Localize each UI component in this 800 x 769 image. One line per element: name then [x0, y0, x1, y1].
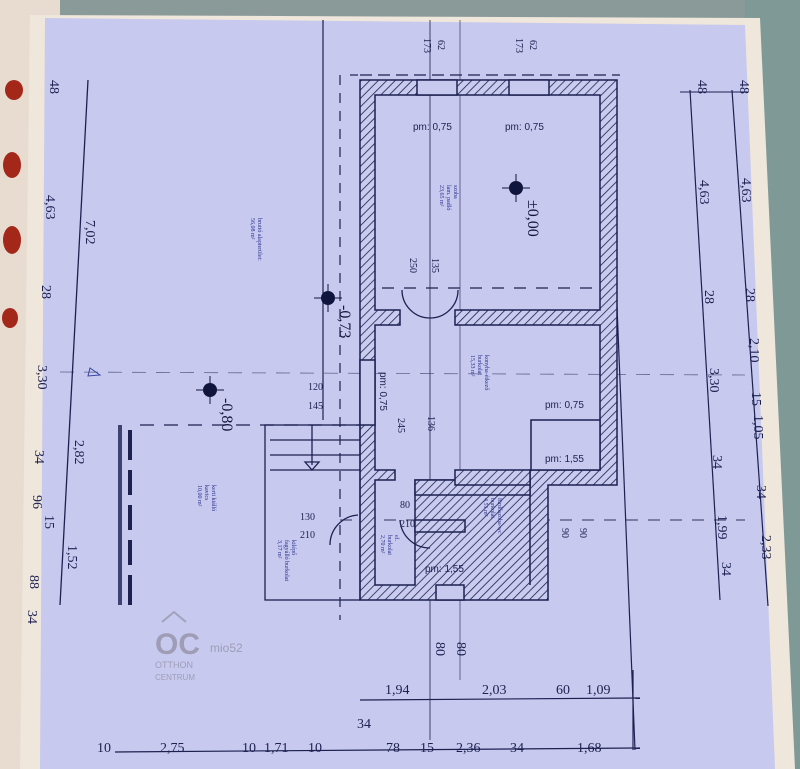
svg-text:-0,80: -0,80	[218, 398, 235, 431]
svg-text:173: 173	[513, 38, 524, 53]
svg-text:15: 15	[420, 741, 434, 756]
svg-text:250: 250	[407, 258, 418, 273]
room-label-terrace: kerti kiállókavics10,00 m²	[196, 485, 216, 511]
right-dimension-lines: 48 4,63 28 3,30 34 1,99 34 48 4,63 28 2,…	[680, 80, 773, 607]
svg-text:10: 10	[97, 741, 111, 756]
svg-text:10: 10	[308, 741, 322, 756]
svg-text:78: 78	[386, 741, 400, 756]
svg-text:34: 34	[753, 485, 768, 499]
svg-text:48: 48	[694, 80, 709, 94]
svg-text:28: 28	[701, 290, 716, 304]
level-marker-000: ±0,00	[502, 174, 541, 237]
watermark-logo: OC OTTHON CENTRUM mio52	[155, 610, 243, 682]
svg-text:88: 88	[26, 575, 41, 589]
sill-label: pm: 1,55	[425, 564, 464, 575]
windows	[359, 79, 601, 601]
svg-text:2,03: 2,03	[482, 683, 507, 698]
svg-text:120: 120	[308, 382, 323, 393]
svg-text:62: 62	[527, 40, 538, 50]
svg-text:4,63: 4,63	[696, 180, 711, 205]
svg-text:1,52: 1,52	[64, 545, 79, 570]
svg-text:96: 96	[29, 495, 44, 509]
room-label-hall: el.burkolat2,70 m²	[379, 535, 399, 555]
room-label-porch: kilépőfagyálló burkolat3,17 m²	[276, 540, 296, 581]
svg-text:62: 62	[435, 40, 446, 50]
svg-text:2,75: 2,75	[160, 741, 185, 756]
sill-label: pm: 0,75	[505, 122, 544, 133]
door-dimensions: 250 135 245 136 80 210 120 145 130 210 9…	[300, 258, 588, 541]
room-label-bathroom: fürdőszoba-wcburkolat4,51 m²	[482, 498, 503, 534]
svg-text:10: 10	[242, 741, 256, 756]
svg-text:-0,73: -0,73	[336, 305, 353, 338]
svg-text:1,09: 1,09	[586, 683, 611, 698]
bottom-dimension-lines: 1,94 2,03 60 1,09 10 2,75 10 1,71 10 34 …	[97, 642, 641, 756]
svg-text:28: 28	[38, 285, 53, 299]
left-dimension-line: 48 4,63 28 3,30 34 96 15 88 34 7,02 2,82…	[24, 79, 102, 624]
binder-holes	[2, 80, 23, 328]
svg-text:80: 80	[453, 642, 468, 656]
svg-text:OC: OC	[155, 628, 200, 661]
svg-text:34: 34	[709, 455, 724, 469]
svg-text:2,33: 2,33	[758, 535, 773, 560]
svg-text:7,02: 7,02	[82, 220, 97, 245]
room-label-kitchen: konyha-étkezőburkolat15,33 m²	[469, 355, 489, 390]
sill-label: pm: 1,55	[545, 454, 584, 465]
svg-text:34: 34	[24, 610, 39, 624]
top-dimensions: 173 62 173 62	[421, 38, 538, 53]
svg-text:1,68: 1,68	[577, 741, 602, 756]
sill-label: pm: 0,75	[545, 400, 584, 411]
svg-text:±0,00: ±0,00	[524, 200, 541, 237]
svg-text:4,63: 4,63	[42, 195, 57, 220]
svg-text:135: 135	[429, 258, 440, 273]
svg-text:34: 34	[510, 741, 524, 756]
svg-text:210: 210	[300, 530, 315, 541]
svg-text:80: 80	[400, 500, 410, 511]
svg-text:2,82: 2,82	[71, 440, 86, 465]
svg-text:130: 130	[300, 512, 315, 523]
svg-text:90: 90	[559, 528, 570, 538]
svg-text:15: 15	[748, 392, 763, 406]
paper-sheet	[40, 18, 775, 769]
svg-text:1,99: 1,99	[714, 515, 729, 540]
svg-text:34: 34	[718, 562, 733, 576]
svg-text:80: 80	[432, 642, 447, 656]
svg-text:136: 136	[425, 416, 436, 431]
terrace-pavers	[118, 425, 132, 605]
svg-text:60: 60	[556, 683, 570, 698]
svg-text:1,71: 1,71	[264, 741, 289, 756]
room-label-bedroom: szobalam. padló23,65 m²	[438, 185, 458, 210]
svg-text:3,30: 3,30	[34, 365, 49, 390]
svg-text:3,30: 3,30	[706, 368, 721, 393]
svg-text:1,94: 1,94	[385, 683, 410, 698]
svg-text:2,10: 2,10	[746, 338, 761, 363]
svg-text:OTTHON: OTTHON	[155, 660, 193, 670]
svg-text:90: 90	[577, 528, 588, 538]
svg-text:15: 15	[41, 515, 56, 529]
svg-text:34: 34	[357, 717, 371, 732]
svg-text:48: 48	[46, 80, 61, 94]
sill-label: pm: 0,75	[377, 372, 388, 411]
svg-text:245: 245	[395, 418, 406, 433]
svg-text:173: 173	[421, 38, 432, 53]
svg-text:2,36: 2,36	[456, 741, 481, 756]
entrance-stairs	[264, 289, 459, 601]
svg-text:28: 28	[742, 288, 757, 302]
svg-text:1,05: 1,05	[750, 415, 765, 440]
level-marker-080: -0,80	[196, 376, 235, 431]
svg-text:34: 34	[31, 450, 46, 464]
svg-text:210: 210	[400, 519, 415, 530]
level-marker-073: -0,73	[314, 284, 353, 338]
svg-text:4,63: 4,63	[738, 178, 753, 203]
room-label-gross-area: bruttó alapterület:56,08 m²	[249, 218, 262, 261]
sill-label: pm: 0,75	[413, 122, 452, 133]
svg-text:CENTRUM: CENTRUM	[155, 673, 195, 682]
svg-text:mio52: mio52	[210, 641, 243, 655]
svg-text:48: 48	[736, 80, 751, 94]
svg-text:145: 145	[308, 401, 323, 412]
